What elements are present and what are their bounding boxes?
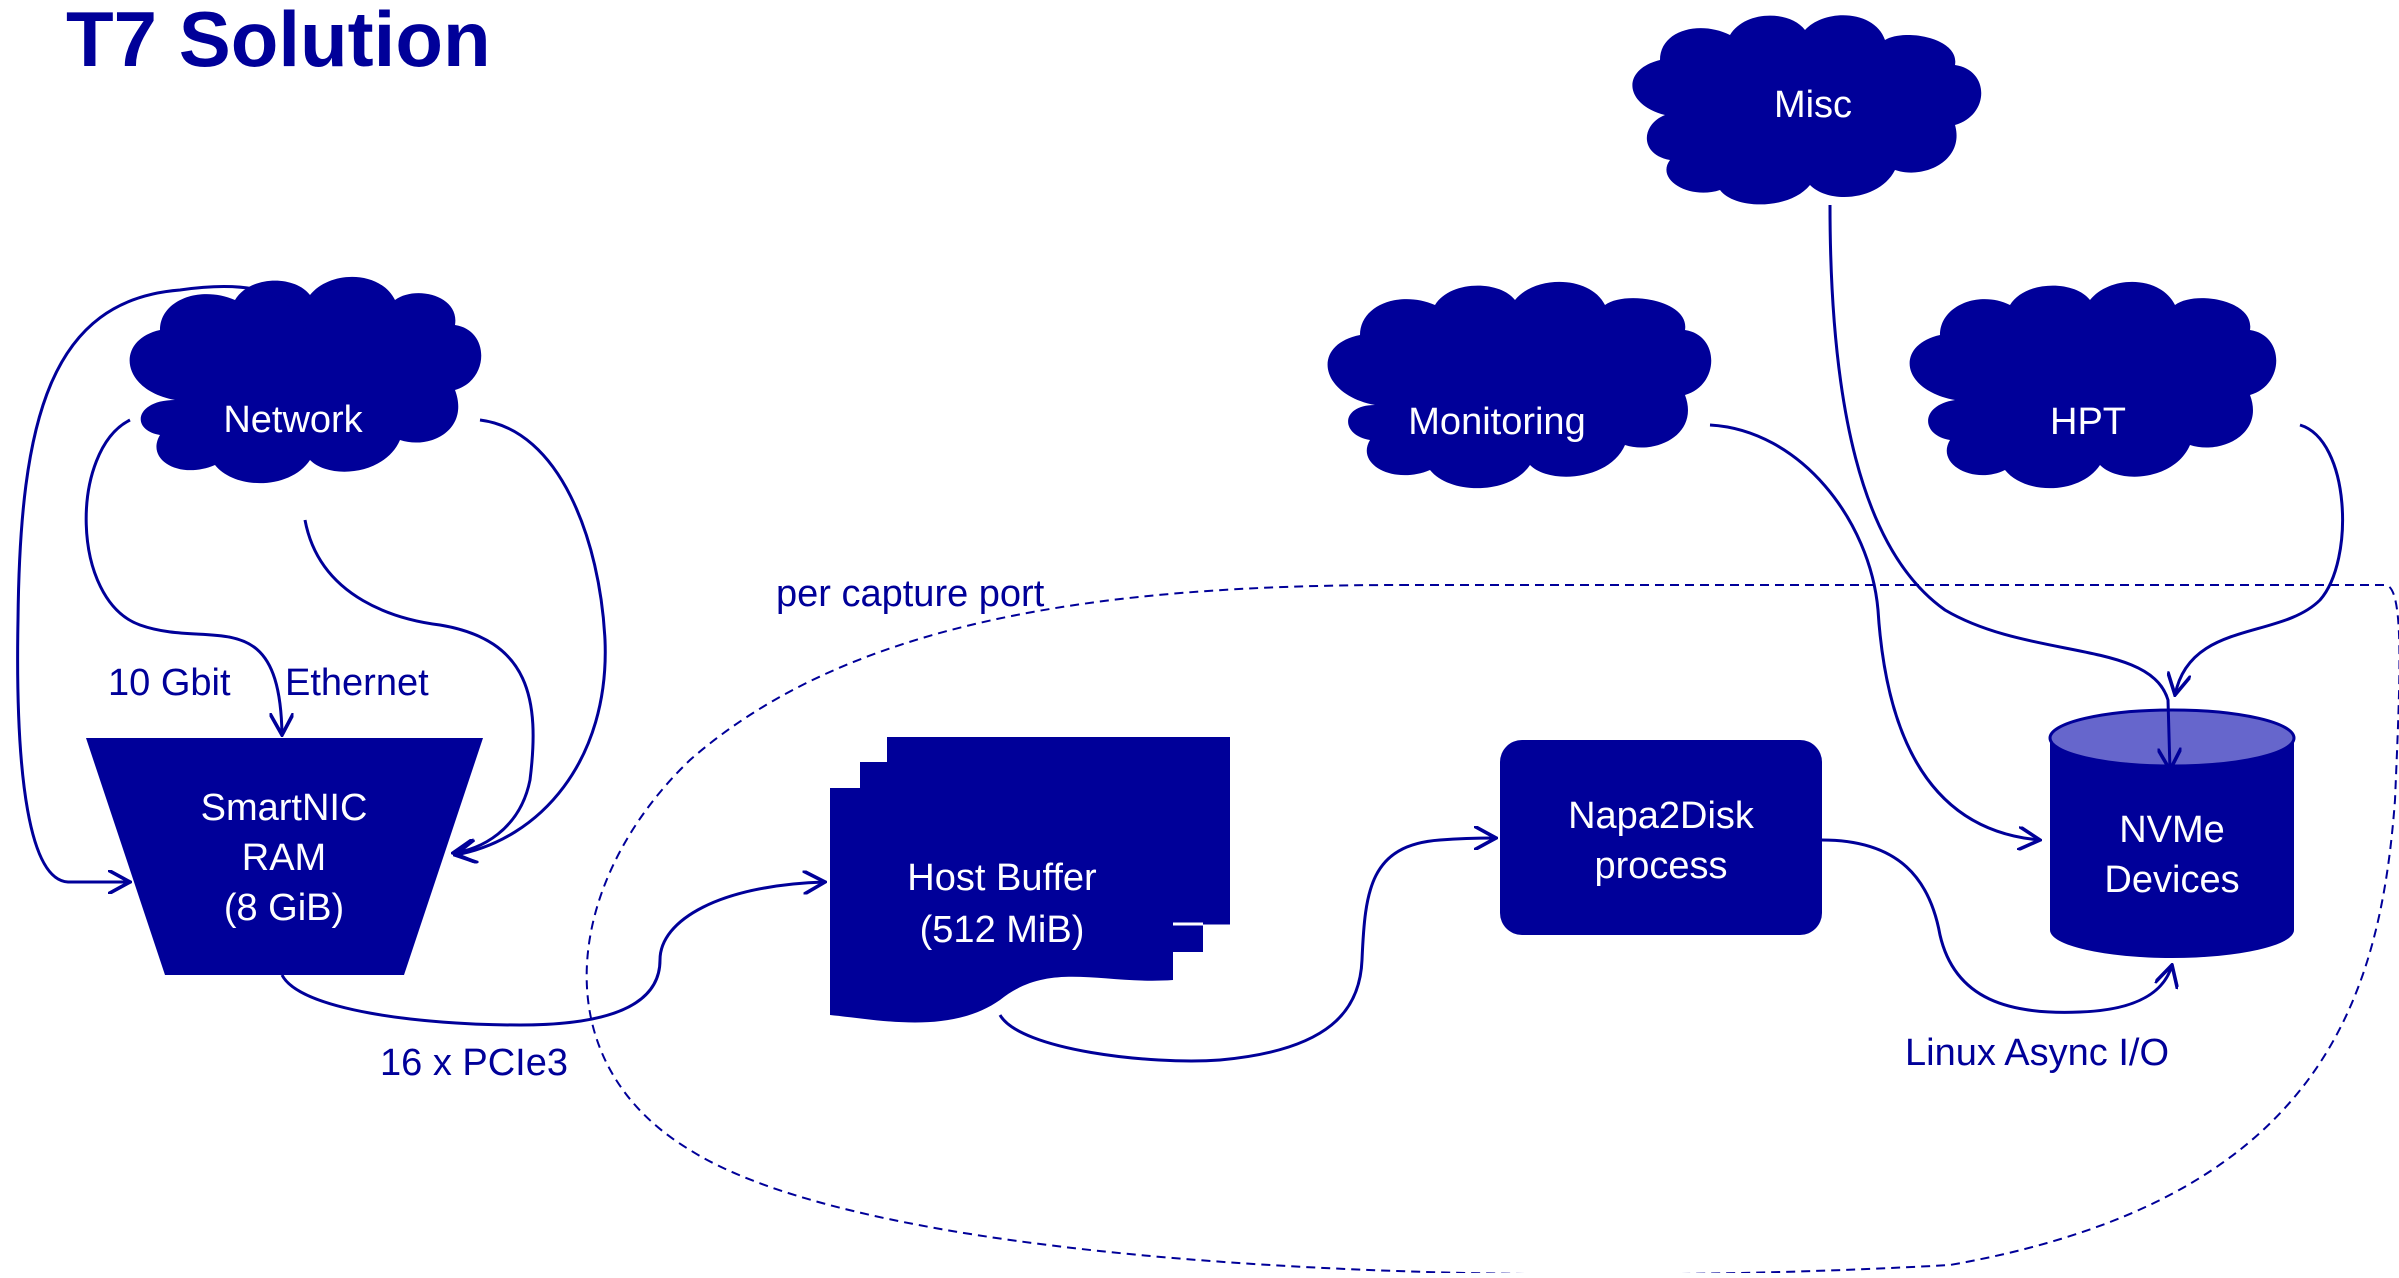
network-loop-left	[16, 285, 310, 882]
ten-gbit-label: 10 Gbit	[108, 662, 231, 704]
nvme-devices: NVMe Devices	[2048, 708, 2296, 958]
per-capture-port-label: per capture port	[776, 573, 1045, 615]
nvme-line-2: Devices	[2104, 859, 2239, 901]
network-loop-right-inner	[303, 519, 535, 853]
smartnic-line-3: (8 GiB)	[224, 887, 344, 929]
hpt-cloud: HPT	[1909, 281, 2277, 489]
misc-cloud: Misc	[1632, 15, 1982, 205]
ethernet-label: Ethernet	[285, 662, 429, 704]
napa-line-2: process	[1594, 845, 1727, 887]
connectors	[16, 204, 2345, 1063]
pcie-label: 16 x PCIe3	[380, 1042, 568, 1084]
monitoring-to-nvme	[1709, 423, 2040, 840]
hpt-to-nvme	[2175, 423, 2345, 695]
linux-aio-label: Linux Async I/O	[1905, 1032, 2169, 1074]
host-buffer-line-2: (512 MiB)	[920, 909, 1085, 951]
page-title: T7 Solution	[66, 0, 491, 83]
napa-to-nvme	[1821, 838, 2172, 1014]
monitoring-cloud: Monitoring	[1327, 281, 1712, 489]
monitoring-label: Monitoring	[1408, 401, 1585, 443]
network-loop-right-outer	[455, 418, 607, 855]
hpt-label: HPT	[2050, 401, 2126, 443]
host-buffer: Host Buffer (512 MiB)	[830, 737, 1230, 1023]
napa2disk-process: Napa2Disk process	[1500, 740, 1822, 935]
smartnic-ram: SmartNIC RAM (8 GiB)	[86, 738, 483, 975]
host-buffer-line-1: Host Buffer	[907, 857, 1097, 899]
nvme-line-1: NVMe	[2119, 809, 2225, 851]
network-to-smartnic	[84, 418, 282, 735]
smartnic-line-1: SmartNIC	[201, 787, 368, 829]
misc-to-nvme	[1828, 204, 2170, 770]
network-label: Network	[223, 399, 363, 441]
network-cloud: Network	[129, 276, 482, 484]
buffer-to-napa	[998, 838, 1496, 1063]
misc-label: Misc	[1774, 84, 1852, 126]
pcie-link	[280, 882, 825, 1027]
napa-line-1: Napa2Disk	[1568, 795, 1755, 837]
smartnic-line-2: RAM	[242, 837, 326, 879]
